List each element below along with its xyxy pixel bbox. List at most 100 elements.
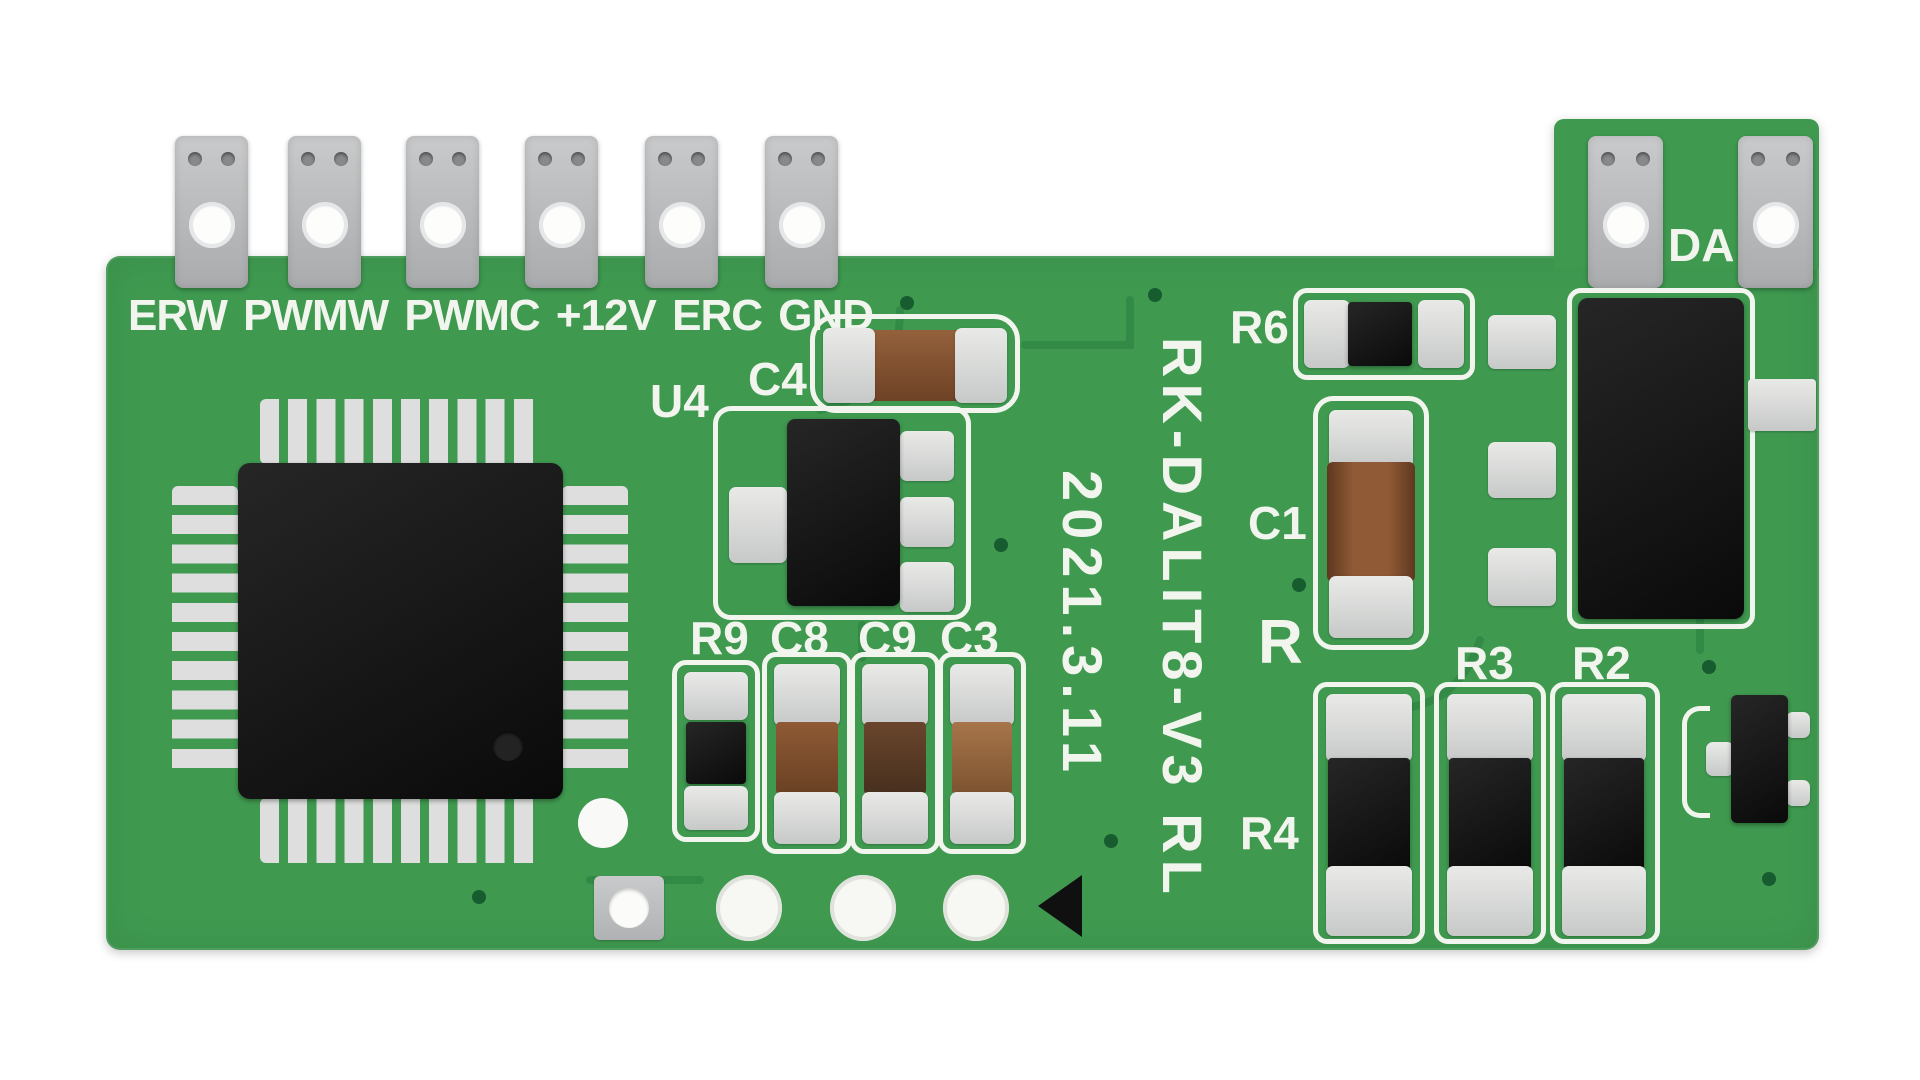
terminal-slot-hole-icon — [188, 152, 202, 166]
resistor-r2-pad-top — [1562, 694, 1646, 762]
qfp-pins-left — [172, 486, 238, 778]
power-ic-body — [1578, 298, 1744, 619]
terminal-wire-hole-icon — [538, 202, 585, 248]
label-r4: R4 — [1240, 807, 1299, 859]
terminal-slot-hole-icon — [538, 152, 552, 166]
label-c1: C1 — [1248, 497, 1307, 549]
c1-body — [1327, 462, 1415, 582]
terminal-slot-hole-icon — [1786, 152, 1800, 166]
c8-cap-bottom — [774, 792, 840, 844]
c1-cap-bottom — [1329, 576, 1413, 638]
label-da: DA — [1668, 219, 1735, 271]
c9-body — [864, 722, 926, 794]
terminal-label-12v: +12V — [555, 291, 657, 340]
terminal-da-right — [1738, 136, 1813, 288]
silkscreen-date-text: 2021.3.11 — [1051, 470, 1114, 780]
terminal-slot-hole-icon — [778, 152, 792, 166]
via — [1762, 872, 1776, 886]
square-pad-hole-icon — [609, 888, 649, 928]
r6-pad-right — [1418, 300, 1464, 368]
c1-outline — [1313, 396, 1429, 650]
terminal-da-left — [1588, 136, 1663, 288]
test-point — [578, 798, 628, 848]
terminal-slot-hole-icon — [1636, 152, 1650, 166]
c8-outline — [762, 652, 852, 854]
terminal-label-erc: ERC — [672, 291, 763, 340]
via — [994, 538, 1008, 552]
terminal-slot-hole-icon — [1601, 152, 1615, 166]
qfp-pin1-dot — [493, 731, 523, 761]
silkscreen-model-text: RK-DALIT8-V3 RL — [1151, 337, 1214, 900]
resistor-r2-body — [1564, 758, 1644, 870]
r6-outline — [1293, 288, 1475, 380]
c9-cap-bottom — [862, 792, 928, 844]
terminal-wire-hole-icon — [301, 202, 348, 248]
c8-body — [776, 722, 838, 794]
power-ic-tab — [1748, 379, 1816, 431]
terminal-slot-hole-icon — [658, 152, 672, 166]
terminal-12v — [525, 136, 598, 288]
power-ic-pad-1 — [1488, 315, 1556, 369]
c3-cap-top — [950, 664, 1014, 726]
terminal-slot-hole-icon — [691, 152, 705, 166]
qfp-pins-bottom — [260, 798, 542, 863]
c4-endcap-right — [955, 328, 1007, 403]
c4-body — [870, 330, 960, 401]
via — [472, 890, 486, 904]
c3-outline — [938, 652, 1026, 854]
c3-body — [952, 722, 1012, 794]
c9-outline — [850, 652, 940, 854]
resistor-r4-pad-top — [1326, 694, 1412, 762]
label-c4: C4 — [748, 353, 807, 405]
qfp-pins-right — [562, 486, 628, 778]
via — [1104, 834, 1118, 848]
qfp-pins-top — [260, 399, 542, 464]
terminal-wire-hole-icon — [419, 202, 466, 248]
terminal-wire-hole-icon — [658, 202, 705, 248]
terminal-wire-hole-icon — [1752, 202, 1799, 248]
u4-outline — [713, 406, 971, 620]
label-u4: U4 — [650, 375, 709, 427]
fiducial-square-pad — [594, 876, 664, 940]
terminal-pwmw — [288, 136, 361, 288]
terminal-wire-hole-icon — [188, 202, 235, 248]
terminal-slot-hole-icon — [452, 152, 466, 166]
resistor-r4-body — [1328, 758, 1410, 870]
label-r6: R6 — [1230, 301, 1289, 353]
terminal-erc — [645, 136, 718, 288]
u4-pad-right-2 — [900, 497, 954, 547]
terminal-pwmc — [406, 136, 479, 288]
direction-arrow-icon — [1038, 875, 1082, 937]
terminal-label-pwmw: PWMW — [243, 291, 389, 340]
label-r2: R2 — [1572, 637, 1631, 689]
terminal-slot-hole-icon — [221, 152, 235, 166]
sot-outline-bracket — [1682, 706, 1710, 818]
via — [900, 296, 914, 310]
c9-cap-top — [862, 664, 928, 726]
terminal-slot-hole-icon — [419, 152, 433, 166]
terminal-wire-hole-icon — [778, 202, 825, 248]
c4-endcap-left — [823, 328, 875, 403]
sot-lead-right-2 — [1786, 780, 1810, 806]
r9-pad-top — [684, 672, 748, 720]
via — [1148, 288, 1162, 302]
label-r3: R3 — [1455, 637, 1514, 689]
c8-cap-top — [774, 664, 840, 726]
plated-hole-2 — [830, 875, 896, 941]
resistor-r3-outline — [1434, 682, 1546, 944]
terminal-wire-hole-icon — [1602, 202, 1649, 248]
terminal-slot-hole-icon — [301, 152, 315, 166]
sot-lead-right-1 — [1786, 712, 1810, 738]
resistor-r2-pad-bottom — [1562, 866, 1646, 936]
u4-pad-right-3 — [900, 562, 954, 612]
r9-pad-bottom — [684, 786, 748, 830]
terminal-slot-hole-icon — [1751, 152, 1765, 166]
plated-hole-3 — [943, 875, 1009, 941]
c1-cap-top — [1329, 410, 1413, 468]
u4-ic-body — [787, 419, 900, 606]
resistor-r3-pad-top — [1447, 694, 1533, 762]
resistor-r2-outline — [1550, 682, 1660, 944]
r6-body — [1348, 302, 1412, 366]
terminal-gnd — [765, 136, 838, 288]
